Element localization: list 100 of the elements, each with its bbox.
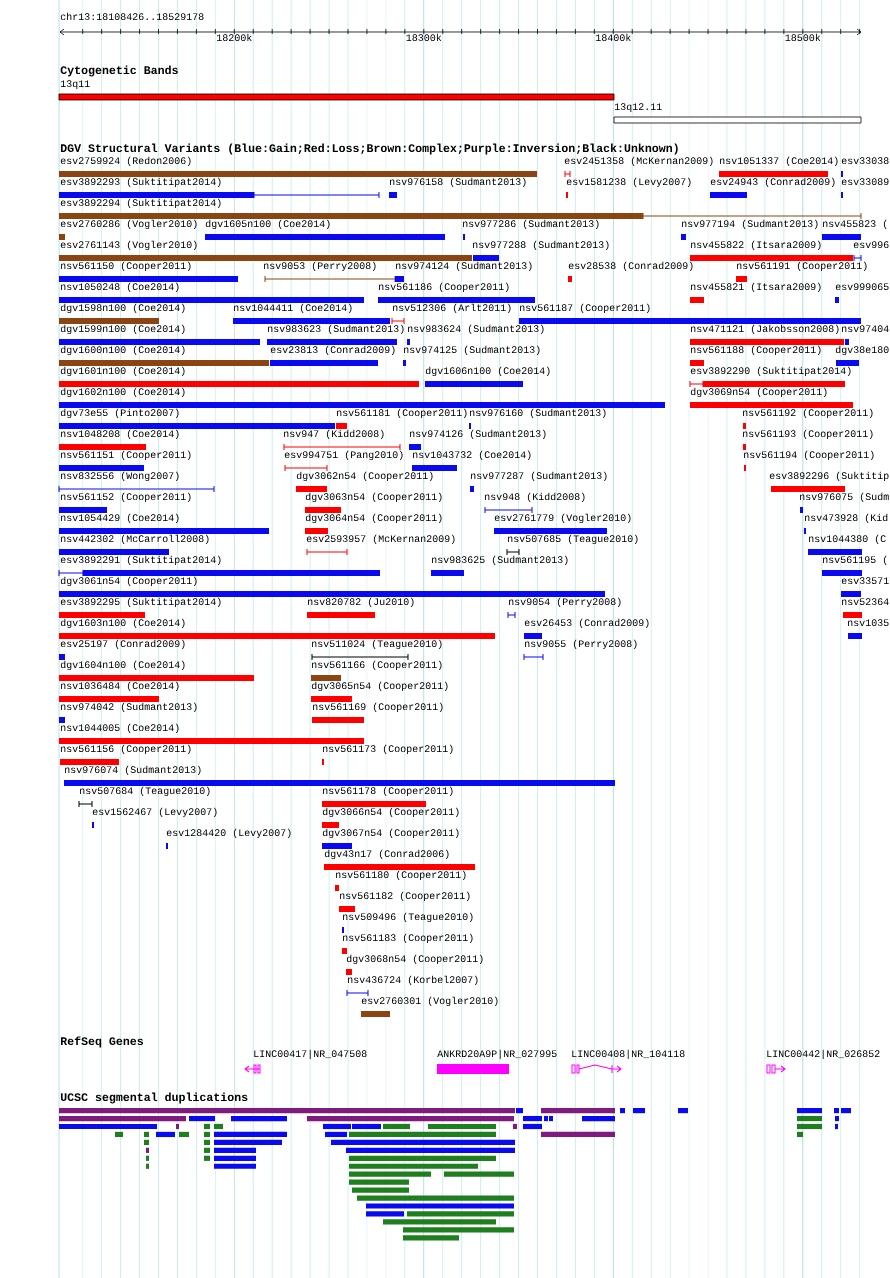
variant-label: esv2761779 (Vogler2010): [494, 513, 631, 524]
variant-label: nsv561169 (Cooper2011): [313, 702, 443, 713]
variant-label: nsv561152 (Cooper2011): [61, 492, 191, 503]
variant-label: dgv1604n100 (Coe2014): [60, 660, 185, 671]
variant-label: nsv976075 (Sudm: [800, 492, 889, 503]
variant-label: esv3892295 (Suktitipat2014): [60, 597, 221, 608]
variant-label: nsv9055 (Perry2008): [525, 639, 637, 650]
band-label: 13q11: [60, 80, 90, 90]
variant-label: nsv473928 (Kid: [805, 513, 888, 524]
variant-label: esv3892290 (Suktitipat2014): [690, 366, 851, 377]
variant-label: esv2760286 (Vogler2010): [60, 219, 197, 230]
variant-label: esv3892293 (Suktitipat2014): [60, 177, 221, 188]
band-label: 13q12.11: [614, 103, 662, 113]
variant-label: nsv561156 (Cooper2011): [61, 744, 191, 755]
track-title: Cytogenetic Bands: [60, 65, 178, 77]
variant-label: nsv1050248 (Coe2014): [61, 282, 179, 293]
variant-label: esv23813 (Conrad2009): [270, 345, 395, 356]
variant-label: dgv1603n100 (Coe2014): [60, 618, 185, 629]
variant-label: dgv73e55 (Pinto2007): [60, 408, 179, 419]
variant-label: dgv1598n100 (Coe2014): [60, 303, 185, 314]
variant-label: nsv455823 (: [823, 219, 887, 230]
variant-label: dgv3067n54 (Cooper2011): [322, 828, 459, 839]
variant-label: nsv974124 (Sudmant2013): [396, 261, 532, 272]
variant-label: nsv561173 (Cooper2011): [323, 744, 453, 755]
variant-label: nsv974042 (Sudmant2013): [61, 702, 197, 713]
variant-label: esv1562467 (Levy2007): [92, 807, 217, 818]
tick-label: 18200k: [217, 33, 252, 42]
gene-label: ANKRD20A9P|NR_027995: [437, 1049, 557, 1060]
variant-label: nsv507684 (Teague2010): [80, 786, 210, 797]
variant-label: nsv977287 (Sudmant2013): [471, 471, 607, 482]
variant-label: dgv3061n54 (Cooper2011): [60, 576, 197, 587]
variant-label: nsv561188 (Cooper2011): [691, 345, 821, 356]
variant-label: nsv561180 (Cooper2011): [336, 870, 466, 881]
variant-label: nsv455822 (Itsara2009): [691, 240, 821, 251]
variant-label: nsv561191 (Cooper2011): [737, 261, 867, 272]
variant-label: nsv561186 (Cooper2011): [379, 282, 509, 293]
variant-label: esv2760301 (Vogler2010): [361, 996, 498, 1007]
variant-label: nsv561150 (Cooper2011): [61, 261, 191, 272]
gene-label: LINC00408|NR_104118: [572, 1049, 685, 1060]
variant-label: esv33571: [841, 577, 889, 585]
variant-label: nsv561182 (Cooper2011): [340, 891, 470, 902]
gene-label: LINC00442|NR_026852: [767, 1049, 880, 1060]
variant-label: nsv561183 (Cooper2011): [343, 933, 473, 944]
variant-label: nsv977286 (Sudmant2013): [463, 219, 599, 230]
variant-label: nsv947 (Kidd2008): [284, 429, 384, 440]
variant-label: nsv974125 (Sudmant2013): [404, 345, 540, 356]
variant-label: nsv561195 (: [823, 555, 887, 566]
variant-label: nsv561192 (Cooper2011): [743, 408, 873, 419]
variant-label: esv994751 (Pang2010): [284, 450, 403, 461]
variant-label: dgv3066n54 (Cooper2011): [322, 807, 459, 818]
gene-label: LINC00417|NR_047508: [254, 1049, 367, 1060]
variant-label: nsv52364: [842, 598, 889, 606]
variant-label: dgv3065n54 (Cooper2011): [311, 681, 448, 692]
variant-label: nsv983625 (Sudmant2013): [432, 555, 568, 566]
variant-label: esv3892296 (Suktitip: [769, 471, 889, 482]
tick-label: 18300k: [406, 33, 442, 42]
variant-label: nsv561193 (Cooper2011): [743, 429, 873, 440]
variant-label: nsv1044411 (Coe2014): [234, 303, 352, 314]
variant-label: nsv983623 (Sudmant2013): [268, 324, 404, 335]
variant-label: esv33089: [841, 178, 889, 186]
variant-label: nsv1054429 (Coe2014): [61, 513, 179, 524]
variant-label: nsv561178 (Cooper2011): [323, 786, 453, 797]
variant-label: nsv1048208 (Coe2014): [61, 429, 179, 440]
variant-label: dgv1602n100 (Coe2014): [60, 387, 185, 398]
track-title: RefSeq Genes: [61, 1036, 143, 1048]
tick-label: 18500k: [785, 33, 821, 42]
variant-label: nsv977194 (Sudmant2013): [682, 219, 818, 230]
variant-label: esv33038: [841, 157, 889, 165]
variant-label: nsv9053 (Perry2008): [264, 261, 376, 272]
variant-label: nsv561166 (Cooper2011): [312, 660, 442, 671]
variant-label: nsv977288 (Sudmant2013): [473, 240, 609, 251]
variant-label: nsv561194 (Cooper2011): [744, 450, 874, 461]
variant-label: dgv3063n54 (Cooper2011): [305, 492, 442, 503]
variant-label: esv26453 (Conrad2009): [524, 618, 649, 629]
variant-label: nsv820782 (Ju2010): [308, 597, 414, 608]
variant-label: nsv511024 (Teague2010): [312, 639, 442, 650]
variant-label: esv24943 (Conrad2009): [710, 177, 835, 188]
variant-label: esv996: [853, 241, 889, 249]
variant-label: dgv43n17 (Conrad2006): [324, 849, 449, 860]
variant-label: esv1284420 (Levy2007): [166, 828, 291, 839]
variant-label: nsv1036484 (Coe2014): [61, 681, 179, 692]
variant-label: dgv3062n54 (Cooper2011): [296, 471, 433, 482]
variant-label: nsv976160 (Sudmant2013): [470, 408, 606, 419]
variant-label: esv3892291 (Suktitipat2014): [60, 555, 221, 566]
variant-label: nsv948 (Kidd2008): [485, 492, 585, 503]
variant-label: nsv1044005 (Coe2014): [61, 723, 179, 734]
variant-label: nsv983624 (Sudmant2013): [408, 324, 544, 335]
variant-label: dgv3069n54 (Cooper2011): [690, 387, 827, 398]
variant-label: nsv832556 (Wong2007): [61, 471, 179, 482]
variant-label: nsv976158 (Sudmant2013): [390, 177, 526, 188]
tick-label: 18400k: [596, 33, 631, 42]
variant-label: esv25197 (Conrad2009): [60, 639, 185, 650]
variant-label: nsv512306 (Arlt2011): [393, 303, 511, 314]
variant-label: esv2761143 (Vogler2010): [60, 240, 197, 251]
variant-label: nsv561187 (Cooper2011): [520, 303, 650, 314]
variant-label: nsv561181 (Cooper2011): [337, 408, 467, 419]
variant-label: nsv976074 (Sudmant2013): [65, 765, 201, 776]
variant-label: dgv38e180: [835, 345, 889, 356]
variant-label: esv1581238 (Levy2007): [566, 177, 691, 188]
variant-label: nsv1051337 (Coe2014): [720, 156, 838, 167]
